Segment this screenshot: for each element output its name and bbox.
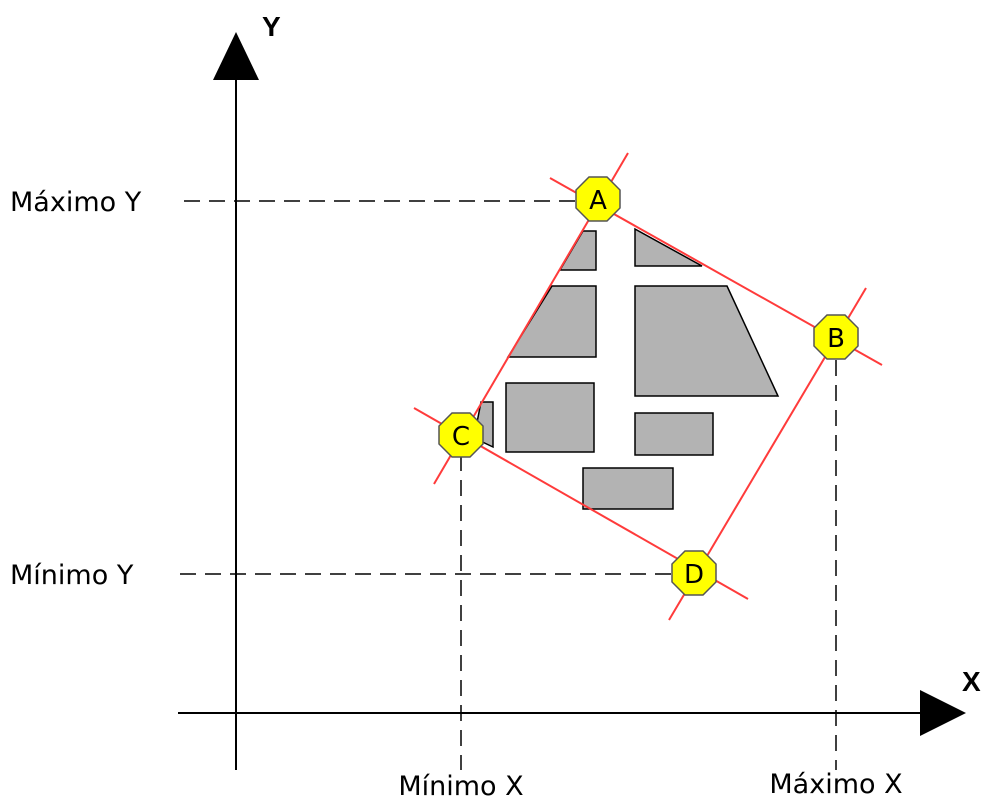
block bbox=[506, 285, 597, 358]
block bbox=[634, 285, 780, 397]
point-d-label: D bbox=[684, 560, 704, 590]
point-b-label: B bbox=[827, 324, 845, 354]
point-a: A bbox=[575, 176, 621, 222]
point-b-marker bbox=[813, 314, 859, 360]
y-axis-label: Y bbox=[262, 11, 281, 42]
block bbox=[505, 382, 595, 453]
min-x-label: Mínimo X bbox=[398, 771, 523, 802]
x-axis-arrowhead bbox=[920, 690, 966, 736]
block bbox=[634, 227, 703, 267]
point-a-marker bbox=[575, 176, 621, 222]
x-axis-label: X bbox=[962, 666, 981, 697]
point-a-label: A bbox=[589, 186, 607, 216]
block bbox=[582, 467, 674, 510]
point-d: D bbox=[671, 550, 717, 596]
point-c: C bbox=[438, 412, 484, 458]
block bbox=[634, 412, 714, 456]
max-x-label: Máximo X bbox=[769, 769, 902, 800]
y-axis-arrowhead bbox=[213, 32, 259, 80]
point-d-marker bbox=[671, 550, 717, 596]
max-y-label: Máximo Y bbox=[10, 187, 142, 218]
point-b: B bbox=[813, 314, 859, 360]
point-c-label: C bbox=[452, 422, 470, 452]
min-y-label: Mínimo Y bbox=[10, 560, 134, 591]
point-c-marker bbox=[438, 412, 484, 458]
